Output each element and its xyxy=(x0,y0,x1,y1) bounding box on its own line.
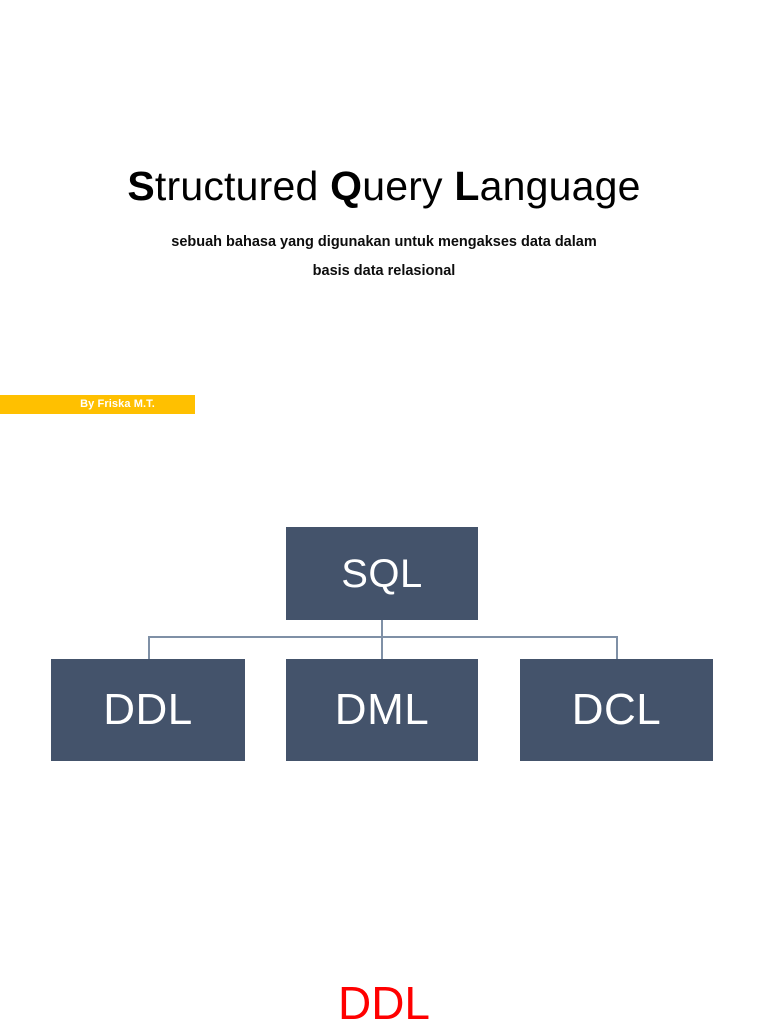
connector-drop-ddl xyxy=(148,636,150,659)
diagram-node-ddl-label: DDL xyxy=(103,685,193,734)
title-part-4: L xyxy=(454,163,480,209)
connector-horizontal-bus xyxy=(148,636,618,638)
diagram-node-dcl-label: DCL xyxy=(571,685,662,734)
subtitle-line-2: basis data relasional xyxy=(312,263,456,279)
connector-drop-dcl xyxy=(616,636,618,659)
section-heading-ddl: DDL xyxy=(337,977,431,1029)
title-part-1: tructured xyxy=(154,163,331,209)
diagram-node-dml: DML xyxy=(286,659,478,761)
author-banner-label: By Friska M.T. xyxy=(80,398,155,410)
page-subtitle: sebuah bahasa yang digunakan untuk menga… xyxy=(0,228,768,286)
page-title: Structured Query Language xyxy=(0,160,768,212)
diagram-node-sql-label: SQL xyxy=(341,551,423,596)
diagram-node-ddl: DDL xyxy=(51,659,245,761)
title-part-2: Q xyxy=(330,163,363,209)
title-part-3: uery xyxy=(362,163,455,209)
diagram-node-sql: SQL xyxy=(286,527,478,620)
title-part-0: S xyxy=(127,163,155,209)
title-part-5: anguage xyxy=(479,163,641,209)
author-banner: By Friska M.T. xyxy=(0,395,195,414)
subtitle-line-1: sebuah bahasa yang digunakan untuk menga… xyxy=(171,234,597,250)
connector-root-stem xyxy=(381,620,383,659)
diagram-node-dcl: DCL xyxy=(520,659,713,761)
diagram-node-dml-label: DML xyxy=(334,685,430,734)
